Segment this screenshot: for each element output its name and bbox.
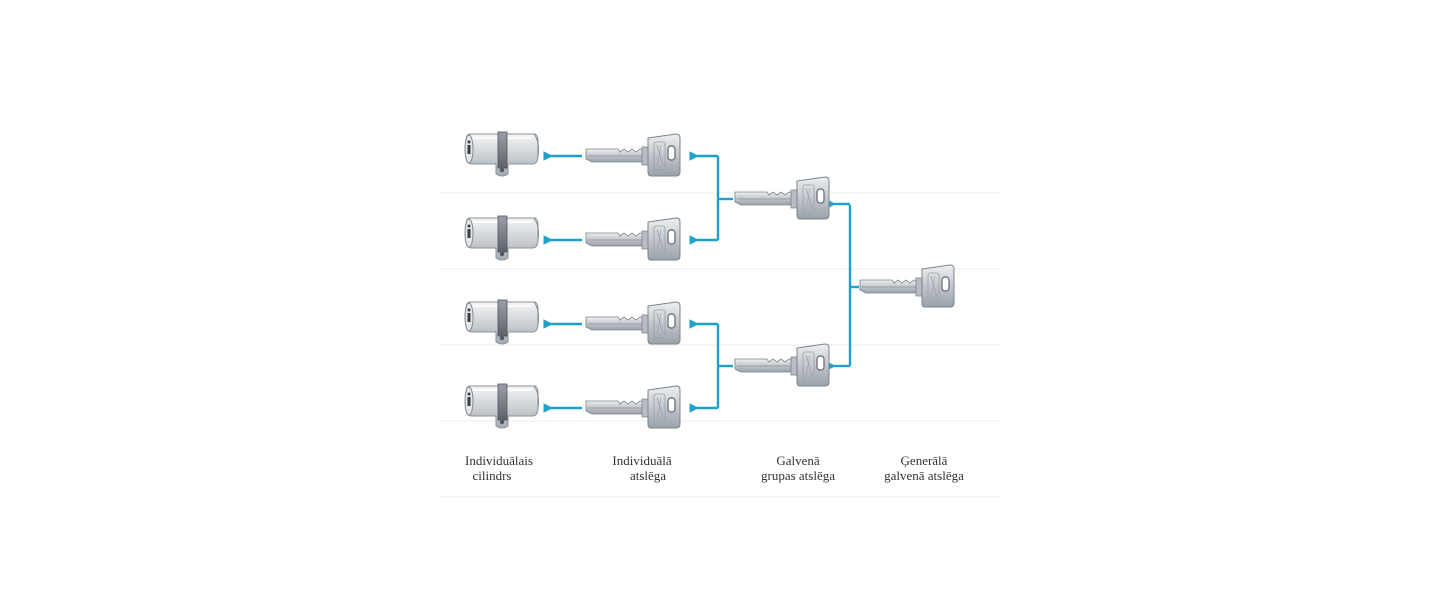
individual-key-icon: [585, 301, 681, 345]
individual-key-icon: [585, 133, 681, 177]
label-master-key-line2: galvenā atslēga: [884, 468, 964, 483]
group-key-icon: [734, 343, 830, 387]
label-group-key: Galvenā grupas atslēga: [748, 453, 848, 483]
label-individual-key-line2: atslēga: [629, 468, 667, 483]
label-individual-key-line1: Individuālā: [612, 453, 672, 468]
group-key-icon: [734, 176, 830, 220]
label-group-key-line2: grupas atslēga: [760, 468, 835, 483]
cylinder-column: [464, 131, 539, 429]
cylinder-lock-icon: [464, 131, 539, 177]
cylinder-lock-icon: [464, 215, 539, 261]
label-individual-key: Individuālā atslēga: [598, 453, 686, 483]
label-individual-cylinder-line1: Individuālais: [465, 453, 533, 468]
label-master-key: Ģenerālā galvenā atslēga: [872, 453, 976, 483]
key-columns: [585, 133, 955, 429]
label-individual-cylinder-line2: cilindrs: [472, 468, 512, 483]
connector-lines: [543, 151, 859, 413]
cylinder-lock-icon: [464, 383, 539, 429]
cylinder-lock-icon: [464, 299, 539, 345]
individual-key-icon: [585, 217, 681, 261]
label-master-key-line1: Ģenerālā: [900, 453, 948, 468]
master-key-icon: [859, 264, 955, 308]
individual-key-icon: [585, 385, 681, 429]
label-individual-cylinder: Individuālais cilindrs: [455, 453, 543, 483]
label-group-key-line1: Galvenā: [776, 453, 820, 468]
